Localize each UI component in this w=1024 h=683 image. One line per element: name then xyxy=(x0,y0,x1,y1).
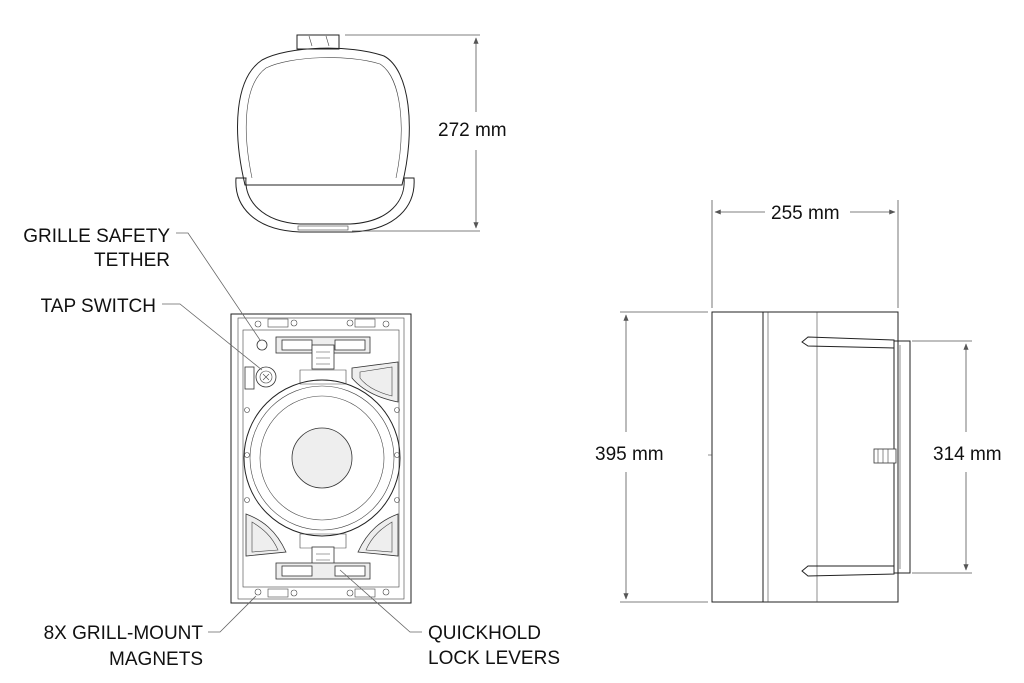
side-view-bracket xyxy=(893,340,911,574)
side-view xyxy=(708,311,911,603)
callout-grill-mount-magnets-line1: 8X GRILL-MOUNT xyxy=(44,623,204,644)
callout-quickhold-lock-levers-line1: QUICKHOLD xyxy=(428,623,541,644)
callout-grill-mount-magnets: 8X GRILL-MOUNT MAGNETS xyxy=(44,595,257,670)
top-view-tab-screws xyxy=(308,35,330,47)
top-view-inner-outline xyxy=(245,57,402,179)
front-view-outer-frame xyxy=(230,313,412,604)
dimension-depth: 272 mm xyxy=(345,34,507,232)
top-view-mount-tab xyxy=(296,34,340,50)
side-view-bottom-arm xyxy=(801,565,895,577)
callout-quickhold-lock-levers-line2: LOCK LEVERS xyxy=(428,648,560,669)
top-view-base-grille xyxy=(297,225,349,231)
front-view-baffle xyxy=(242,329,400,588)
dimension-width-label: 255 mm xyxy=(771,203,840,224)
callout-grille-safety-tether-line2: TETHER xyxy=(94,250,170,271)
side-view-top-arm xyxy=(801,336,895,349)
callout-grille-safety-tether-line1: GRILLE SAFETY xyxy=(23,226,170,247)
top-magnet-row xyxy=(254,318,390,328)
callout-tap-switch: TAP SWITCH xyxy=(41,296,263,371)
front-view-inner-frame xyxy=(237,317,405,600)
dimension-height-label: 395 mm xyxy=(595,444,664,465)
callout-grill-mount-magnets-line2: MAGNETS xyxy=(109,649,203,670)
top-right-port xyxy=(351,361,399,403)
callout-tap-switch-label: TAP SWITCH xyxy=(41,296,156,317)
front-view xyxy=(230,313,412,604)
dimension-depth-label: 272 mm xyxy=(438,120,507,141)
bottom-lock-lever xyxy=(275,533,371,580)
dimension-inner-height-label: 314 mm xyxy=(933,444,1002,465)
callout-quickhold-lock-levers: QUICKHOLD LOCK LEVERS xyxy=(339,569,560,669)
dimension-height: 395 mm xyxy=(595,311,708,603)
side-screws xyxy=(244,407,400,503)
woofer xyxy=(243,379,401,537)
top-view-outline xyxy=(237,47,410,186)
bottom-magnet-row xyxy=(254,588,390,598)
callout-grille-safety-tether: GRILLE SAFETY TETHER xyxy=(23,226,261,341)
dimension-inner-height: 314 mm xyxy=(912,340,1002,574)
side-view-knob xyxy=(873,448,897,464)
tap-switch xyxy=(244,366,277,390)
dimension-width: 255 mm xyxy=(711,200,899,308)
top-view xyxy=(235,34,415,233)
grille-safety-tether-point xyxy=(256,339,268,351)
side-view-body xyxy=(711,311,899,603)
top-view-base-band xyxy=(235,177,415,233)
top-lock-lever xyxy=(275,336,371,385)
